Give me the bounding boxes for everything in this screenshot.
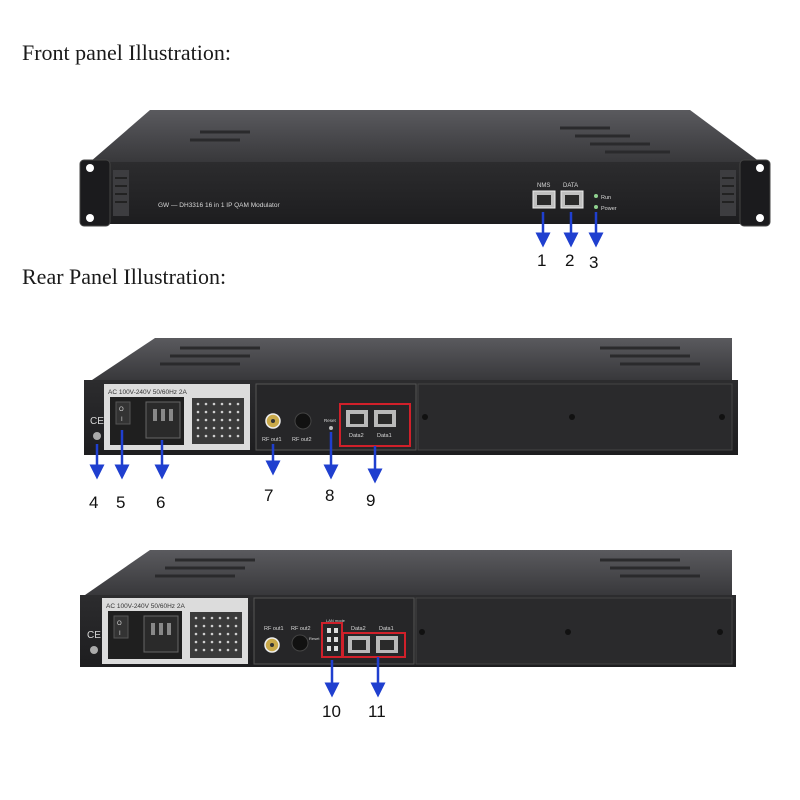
rear2-data2-label: Data2 (351, 626, 366, 632)
rear-device-2: AC 100V-240V 50/60Hz 2A O I CE RF out1 R… (80, 550, 736, 667)
rear2-reset-label: Reset (309, 636, 320, 641)
rear2-inlet-pin-3 (167, 623, 171, 635)
rear-panel-heading: Rear Panel Illustration: (22, 264, 227, 289)
front-ear-hole-right-bottom (756, 214, 764, 222)
front-nms-port-socket (537, 195, 551, 205)
rear1-reset-button[interactable] (329, 426, 333, 430)
front-run-led (594, 194, 598, 198)
front-top-vents (190, 126, 670, 154)
front-rack-ear-right (739, 159, 771, 227)
rear2-rf-out2-label: RF out2 (291, 626, 311, 632)
callout-5: 5 (116, 493, 125, 512)
front-power-label: Power (601, 206, 617, 212)
callout-9: 9 (366, 491, 375, 510)
callout-6: 6 (156, 493, 165, 512)
callout-11: 11 (368, 702, 386, 721)
rear1-fan-grille (192, 398, 244, 444)
rear1-plate-screw-right (719, 414, 725, 420)
rear2-plate-screw-mid (565, 629, 571, 635)
rear2-data2-socket (352, 640, 366, 650)
callout-4: 4 (89, 493, 98, 512)
rear2-callout-arrows (324, 657, 386, 698)
front-data-port-socket (565, 195, 579, 205)
front-data-label: DATA (563, 183, 578, 189)
rear2-ground-screw (90, 646, 98, 654)
front-device: GW — DH3316 16 in 1 IP QAM Modulator NMS… (79, 110, 771, 227)
front-rack-ear-left (79, 159, 111, 227)
rear1-chassis-top (92, 338, 732, 380)
rear2-blank-plate (415, 597, 733, 665)
rear1-reset-label: Reset (324, 418, 337, 423)
rear1-rf-out2-label: RF out2 (292, 437, 312, 443)
rear1-power-rating: AC 100V-240V 50/60Hz 2A (108, 389, 187, 396)
callout-2: 2 (565, 251, 574, 270)
front-face (90, 162, 760, 224)
rear2-data-highlight-box (342, 632, 406, 658)
rear2-ce-mark: CE (87, 630, 101, 641)
rear1-switch-off: I (121, 417, 123, 423)
rear2-chassis-top (85, 550, 732, 595)
front-ear-hole-right-top (756, 164, 764, 172)
rear1-rf-out1-center (271, 419, 275, 423)
rear1-ce-mark: CE (90, 416, 104, 427)
rear1-ground-screw (93, 432, 101, 440)
rear2-switch-off: I (119, 631, 121, 637)
callout-3: 3 (589, 253, 598, 272)
front-panel-heading: Front panel Illustration: (22, 40, 231, 65)
rear1-top-vents (160, 346, 700, 366)
rear2-data1-label: Data1 (379, 626, 394, 632)
front-model-label: GW — DH3316 16 in 1 IP QAM Modulator (158, 202, 280, 209)
rear1-fan-holes (196, 402, 240, 438)
front-chassis-top (90, 110, 760, 162)
rear2-fan-grille (190, 612, 242, 658)
rear1-plate-screw-left (422, 414, 428, 420)
rear2-inlet-pin-2 (159, 623, 163, 635)
rear1-rf-out1-label: RF out1 (262, 437, 282, 443)
rear1-switch-on: O (119, 407, 124, 413)
rear1-inlet-pin-2 (161, 409, 165, 421)
front-ear-hole-left-bottom (86, 214, 94, 222)
callout-10: 10 (322, 702, 341, 721)
rear2-rf-out2-connector[interactable] (291, 634, 309, 652)
rear2-rf-out1-center (270, 643, 274, 647)
rear2-power-switch[interactable] (113, 615, 129, 639)
callout-8: 8 (325, 486, 334, 505)
rear1-data2-label: Data2 (349, 433, 364, 439)
rear1-inlet-pin-1 (153, 409, 157, 421)
front-power-led (594, 205, 598, 209)
rear2-rf-out1-label: RF out1 (264, 626, 284, 632)
rear2-lan-mode-label: LAN mode (326, 618, 346, 623)
rear-device-1: AC 100V-240V 50/60Hz 2A O I CE RF out1 R… (84, 338, 738, 455)
rear1-data1-label: Data1 (377, 433, 392, 439)
rear2-plate-screw-left (419, 629, 425, 635)
rear2-data1-socket (380, 640, 394, 650)
rear2-inlet-pin-1 (151, 623, 155, 635)
callout-7: 7 (264, 486, 273, 505)
rear1-rf-out2-connector[interactable] (294, 412, 312, 430)
front-nms-label: NMS (537, 183, 550, 189)
rear2-power-rating: AC 100V-240V 50/60Hz 2A (106, 603, 185, 610)
rear1-data1-socket (378, 414, 392, 424)
rear2-fan-holes (194, 616, 238, 652)
rear2-switch-on: O (117, 621, 122, 627)
rear2-plate-screw-right (717, 629, 723, 635)
front-callout-arrows (535, 212, 604, 248)
front-run-label: Run (601, 195, 611, 201)
rear1-inlet-pin-3 (169, 409, 173, 421)
rear1-callout-arrows (89, 430, 383, 484)
rear1-plate-screw-mid (569, 414, 575, 420)
front-ear-hole-left-top (86, 164, 94, 172)
rear1-power-switch[interactable] (115, 401, 131, 425)
rear2-top-vents (155, 558, 700, 578)
rear2-dip-switches[interactable] (327, 628, 338, 651)
callout-1: 1 (537, 251, 546, 270)
rear1-data2-socket (350, 414, 364, 424)
